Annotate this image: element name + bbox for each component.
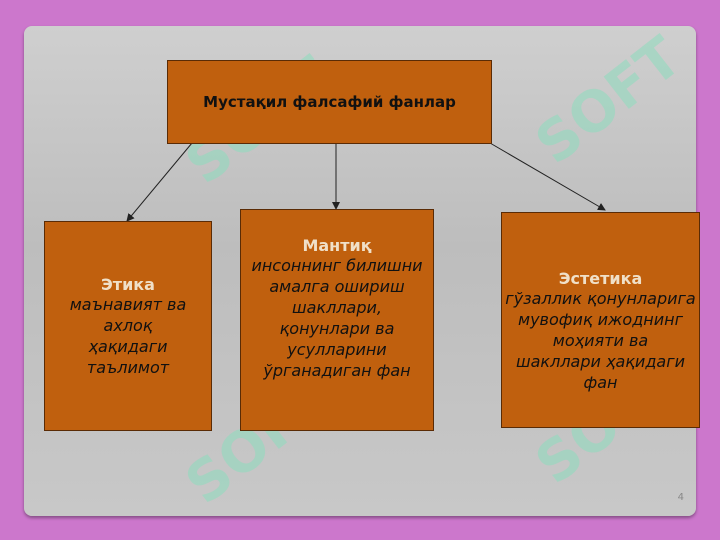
arrow-to-ethics	[126, 142, 193, 222]
child-title: Эстетика	[558, 269, 643, 288]
child-node-ethics: Этика маънавият ва ахлоқ ҳақидаги таълим…	[44, 221, 212, 431]
child-line: ўрганадиган фан	[263, 361, 411, 380]
child-line: маънавият ва	[69, 294, 187, 314]
root-label: Мустақил фалсафий фанлар	[203, 93, 456, 111]
arrow-to-aesthetics	[489, 142, 606, 211]
child-title: Мантиқ	[302, 236, 372, 255]
child-line: ахлоқ	[103, 315, 153, 335]
child-line: мувофиқ ижоднинг	[518, 310, 683, 329]
page-number: 4	[677, 492, 684, 503]
child-line: ҳақидаги	[88, 336, 168, 356]
child-node-aesthetics: Эстетика гўзаллик қонунларига мувофиқ иж…	[501, 212, 700, 428]
child-line: моҳияти ва	[552, 331, 649, 350]
child-node-logic: Мантиқ инсоннинг билишни амалга ошириш ш…	[240, 209, 434, 431]
child-line: инсоннинг билишни	[251, 256, 423, 275]
child-line: шакллари ҳақидаги фан	[515, 352, 685, 392]
child-line: амалга ошириш	[269, 277, 405, 296]
child-line: таълимот	[86, 357, 170, 377]
child-title: Этика	[101, 274, 155, 294]
child-line: усулларини	[287, 340, 387, 359]
child-line: шакллари,	[291, 298, 382, 317]
root-node: Мустақил фалсафий фанлар	[167, 60, 492, 144]
child-line: гўзаллик қонунларига	[505, 289, 696, 308]
child-line: қонунлари ва	[279, 319, 395, 338]
